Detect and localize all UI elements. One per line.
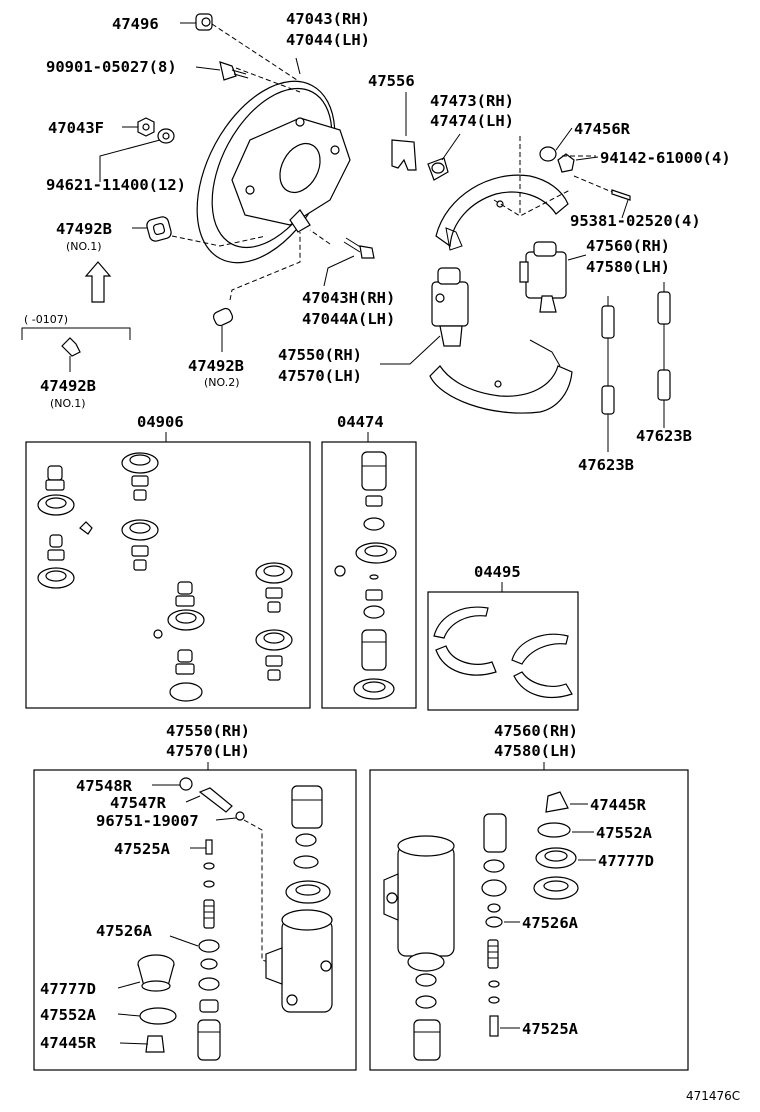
label-47456r: 47456R <box>574 120 631 138</box>
label-47043-rh: 47043(RH) <box>286 10 370 28</box>
label-47623b-a: 47623B <box>636 427 692 445</box>
label-47492b-a: 47492B <box>56 220 112 238</box>
label-47492b-c-no: (NO.1) <box>50 397 86 410</box>
label-90901: 90901-05027(8) <box>46 58 177 76</box>
kit-04495-box <box>427 591 579 711</box>
label-kit-04906: 04906 <box>137 413 184 431</box>
label-det-47580-lh: 47580(LH) <box>494 742 578 760</box>
part-47492b-old <box>61 337 81 357</box>
label-47492b-b: 47492B <box>188 357 244 375</box>
kit-04495-shoes <box>433 606 573 698</box>
label-det-47570-lh: 47570(LH) <box>166 742 250 760</box>
part-47492b-no2 <box>212 307 234 327</box>
label-det-47525a-right: 47525A <box>522 1020 579 1038</box>
label-47043h: 47043H(RH) <box>302 289 395 307</box>
label-47492b-a-no: (NO.1) <box>66 240 102 253</box>
part-47473-adjuster <box>427 157 449 181</box>
kit-04474-parts <box>334 451 397 700</box>
label-47043f: 47043F <box>48 119 104 137</box>
part-47043h-bolt <box>343 237 375 259</box>
backing-plate <box>196 80 351 264</box>
label-det-96751: 96751-19007 <box>96 812 199 830</box>
catalog-number: 471476C <box>686 1089 740 1103</box>
label-det-47526a-right: 47526A <box>522 914 579 932</box>
detail-box-47550 <box>33 769 357 1071</box>
label-47623b-b: 47623B <box>578 456 634 474</box>
label-47560-rh: 47560(RH) <box>586 237 670 255</box>
label-det-47777d-left: 47777D <box>40 980 96 998</box>
label-det-47525a-left: 47525A <box>114 840 171 858</box>
label-det-47560-rh: 47560(RH) <box>494 722 578 740</box>
part-47456r <box>539 146 596 173</box>
label-47556: 47556 <box>368 72 415 90</box>
label-47044-lh: 47044(LH) <box>286 31 370 49</box>
part-94621-washer <box>157 128 175 144</box>
wheel-cylinder-lh <box>431 267 469 347</box>
kit-04906-parts <box>37 452 293 702</box>
label-94621: 94621-11400(12) <box>46 176 186 194</box>
part-95381-pin <box>573 175 631 201</box>
brake-shoe-upper <box>435 174 569 251</box>
spring-47623b-a <box>601 296 615 424</box>
label-47492b-c: 47492B <box>40 377 96 395</box>
label-47580-lh: 47580(LH) <box>586 258 670 276</box>
part-90901-bolt <box>219 61 249 81</box>
kit-04906-box <box>25 441 311 709</box>
label-det-47550-rh: 47550(RH) <box>166 722 250 740</box>
kit-04474-box <box>321 441 417 709</box>
wheel-cylinder-rh <box>519 241 567 313</box>
label-47550-rh: 47550(RH) <box>278 346 362 364</box>
label-det-47777d-right: 47777D <box>598 852 654 870</box>
label-det-47526a-left: 47526A <box>96 922 153 940</box>
label-47496: 47496 <box>112 15 159 33</box>
part-47492b-no1 <box>146 216 172 242</box>
label-kit-04495: 04495 <box>474 563 521 581</box>
label-det-47548r: 47548R <box>76 777 133 795</box>
range-bracket <box>21 327 131 340</box>
label-94142: 94142-61000(4) <box>600 149 731 167</box>
label-47044a: 47044A(LH) <box>302 310 395 328</box>
brake-shoe-lower <box>429 339 573 414</box>
label-range: ( -0107) <box>24 313 68 326</box>
arrow-up-icon <box>84 261 112 303</box>
label-kit-04474: 04474 <box>337 413 384 431</box>
label-47492b-b-no: (NO.2) <box>204 376 240 389</box>
part-47496 <box>195 13 213 31</box>
detail-47560-parts <box>383 791 579 1061</box>
spring-47623b-b <box>657 282 671 420</box>
part-47556-clip <box>391 139 417 171</box>
detail-47550-parts <box>137 777 333 1061</box>
label-47474-lh: 47474(LH) <box>430 112 514 130</box>
label-det-47445r-right: 47445R <box>590 796 647 814</box>
label-det-47445r-left: 47445R <box>40 1034 97 1052</box>
label-det-47552a-right: 47552A <box>596 824 653 842</box>
label-95381: 95381-02520(4) <box>570 212 701 230</box>
part-47043f-nut <box>137 117 155 137</box>
label-det-47547r: 47547R <box>110 794 167 812</box>
label-47473-rh: 47473(RH) <box>430 92 514 110</box>
detail-box-47560 <box>369 769 689 1071</box>
label-det-47552a-left: 47552A <box>40 1006 97 1024</box>
label-47570-lh: 47570(LH) <box>278 367 362 385</box>
